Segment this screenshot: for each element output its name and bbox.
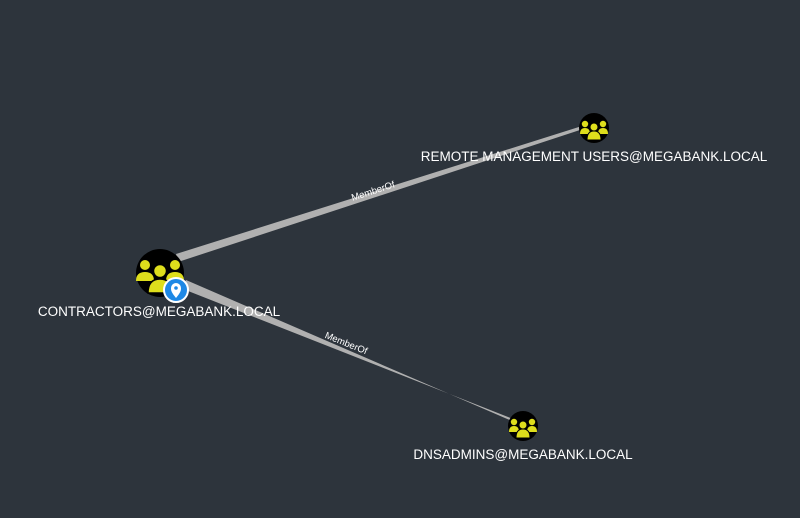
edge-line[interactable] [183,280,513,421]
node-dnsadmins[interactable]: DNSADMINS@MEGABANK.LOCAL [413,411,633,462]
group-users-icon [509,418,537,439]
edge-memberof-remote-management-users[interactable]: MemberOf [176,126,583,262]
edge-label-memberof: MemberOf [350,179,396,203]
node-contractors[interactable]: CONTRACTORS@MEGABANK.LOCAL [38,249,281,319]
edge-memberof-dnsadmins[interactable]: MemberOf [183,280,513,421]
node-label: REMOTE MANAGEMENT USERS@MEGABANK.LOCAL [421,149,768,164]
node-label: CONTRACTORS@MEGABANK.LOCAL [38,304,281,319]
group-users-icon [580,120,608,141]
location-pin-icon [163,277,189,303]
edge-line[interactable] [176,126,583,262]
node-label: DNSADMINS@MEGABANK.LOCAL [413,447,633,462]
node-remote-management-users[interactable]: REMOTE MANAGEMENT USERS@MEGABANK.LOCAL [421,113,768,164]
